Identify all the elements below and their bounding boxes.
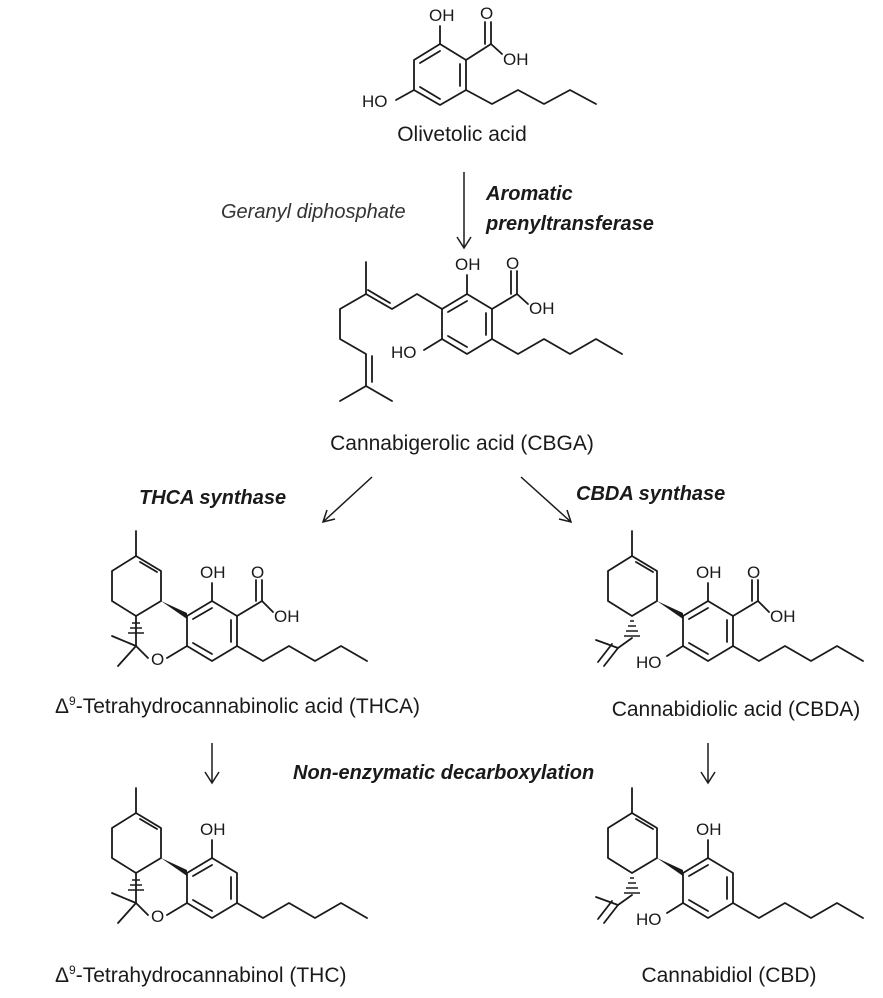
oh-label: OH — [274, 607, 300, 626]
oh-label: OH — [503, 50, 529, 69]
reaction-arrow — [322, 476, 373, 523]
cbda-name: Cannabidiolic acid (CBDA) — [612, 698, 861, 721]
reaction-arrow — [520, 476, 572, 523]
ether-oxygen-label: O — [151, 907, 164, 926]
cbda-structure — [595, 530, 864, 667]
cbd-name: Cannabidiol (CBD) — [641, 964, 816, 987]
cbga-name: Cannabigerolic acid (CBGA) — [330, 432, 594, 455]
carbonyl-oxygen-label: O — [251, 563, 264, 582]
thca-synthase-label: THCA synthase — [139, 487, 286, 509]
decarboxylation-label: Non-enzymatic decarboxylation — [293, 762, 594, 784]
olivetolic-acid-structure — [395, 21, 597, 106]
oh-label: OH — [455, 255, 481, 274]
oh-label: OH — [696, 563, 722, 582]
thca-name: Δ9-Tetrahydrocannabinolic acid (THCA) — [55, 694, 420, 718]
oh-label: OH — [200, 563, 226, 582]
thca-structure — [111, 530, 368, 667]
ho-label: HO — [636, 653, 662, 672]
cbga-structure — [339, 261, 623, 402]
carbonyl-oxygen-label: O — [480, 4, 493, 23]
oh-label: OH — [529, 299, 555, 318]
carbonyl-oxygen-label: O — [747, 563, 760, 582]
oh-label: OH — [200, 820, 226, 839]
ho-label: HO — [391, 343, 417, 362]
ho-label: HO — [636, 910, 662, 929]
oh-label: OH — [770, 607, 796, 626]
prenyltransferase-label: prenyltransferase — [485, 213, 654, 235]
thc-name: Δ9-Tetrahydrocannabinol (THC) — [55, 963, 347, 987]
thc-structure — [111, 787, 368, 924]
geranyl-diphosphate-label: Geranyl diphosphate — [221, 201, 406, 223]
prenyltransferase-label: Aromatic — [485, 183, 573, 205]
cbda-synthase-label: CBDA synthase — [576, 483, 725, 505]
olivetolic-acid-name: Olivetolic acid — [397, 123, 527, 146]
cbd-structure — [595, 787, 864, 924]
carbonyl-oxygen-label: O — [506, 254, 519, 273]
ho-label: HO — [362, 92, 388, 111]
ether-oxygen-label: O — [151, 650, 164, 669]
oh-label: OH — [429, 6, 455, 25]
oh-label: OH — [696, 820, 722, 839]
